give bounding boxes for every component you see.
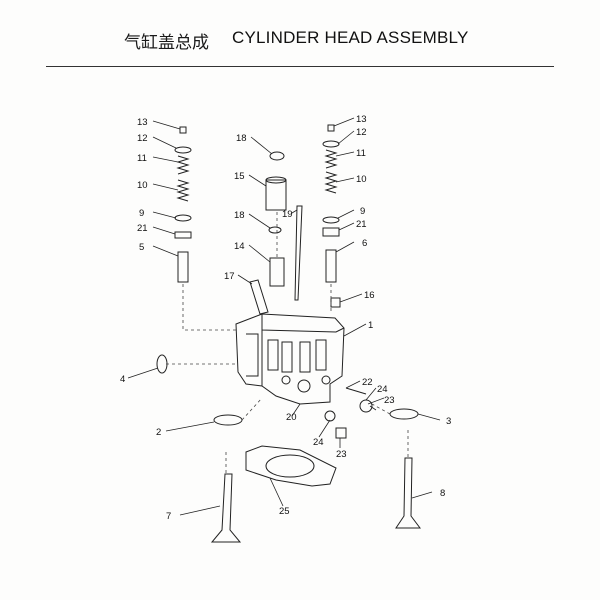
callout-3: 3 xyxy=(446,416,451,427)
left-valve-spring-stack xyxy=(174,126,192,283)
callout-2: 2 xyxy=(156,427,161,438)
callout-11-left: 11 xyxy=(137,153,147,164)
callout-19: 19 xyxy=(282,209,293,220)
nut-23 xyxy=(335,427,347,439)
callout-18-top: 18 xyxy=(236,133,247,144)
seat-insert-3 xyxy=(389,408,419,420)
callout-14: 14 xyxy=(234,241,245,252)
callout-16: 16 xyxy=(364,290,375,301)
washer-24 xyxy=(324,410,336,422)
callout-25: 25 xyxy=(279,506,290,517)
callout-7: 7 xyxy=(166,511,171,522)
callout-22: 22 xyxy=(362,377,373,388)
leader-lines xyxy=(127,117,441,516)
valve-seal-4 xyxy=(156,354,168,374)
callout-1: 1 xyxy=(368,320,373,331)
callout-15: 15 xyxy=(234,171,245,182)
callout-18-mid: 18 xyxy=(234,210,245,221)
head-gasket-25 xyxy=(245,445,337,487)
intake-valve-7 xyxy=(210,473,242,543)
callout-6: 6 xyxy=(362,238,367,249)
title-chinese: 气缸盖总成 xyxy=(124,33,209,53)
callout-17: 17 xyxy=(224,271,235,282)
alignment-lines xyxy=(166,212,409,474)
stud-22 xyxy=(345,387,367,395)
callout-8: 8 xyxy=(440,488,445,499)
page-header: 气缸盖总成 CYLINDER HEAD ASSEMBLY xyxy=(0,26,600,53)
callout-21-left: 21 xyxy=(137,223,148,234)
callout-5: 5 xyxy=(139,242,144,253)
rocker-tappet-parts xyxy=(249,151,341,315)
callout-20: 20 xyxy=(286,412,297,423)
callout-9-right: 9 xyxy=(360,206,365,217)
exhaust-valve-8 xyxy=(395,457,421,529)
callout-4: 4 xyxy=(120,374,125,385)
callout-12-left: 12 xyxy=(137,133,148,144)
callout-12-right: 12 xyxy=(356,127,367,138)
title-english: CYLINDER HEAD ASSEMBLY xyxy=(232,28,469,47)
callout-11-right: 11 xyxy=(356,148,366,159)
callout-13-left: 13 xyxy=(137,117,148,128)
right-valve-spring-stack xyxy=(322,124,340,283)
callout-24-right: 24 xyxy=(377,384,388,395)
cylinder-head-part xyxy=(235,313,345,405)
callout-10-left: 10 xyxy=(137,180,148,191)
callout-24-bottom: 24 xyxy=(313,437,324,448)
callout-9-left: 9 xyxy=(139,208,144,219)
callout-21-right: 21 xyxy=(356,219,367,230)
header-rule xyxy=(46,66,554,67)
callout-13-right: 13 xyxy=(356,114,367,125)
seat-insert-2 xyxy=(213,414,243,426)
callout-10-right: 10 xyxy=(356,174,367,185)
callout-23-bottom: 23 xyxy=(336,449,347,460)
callout-23-right: 23 xyxy=(384,395,395,406)
